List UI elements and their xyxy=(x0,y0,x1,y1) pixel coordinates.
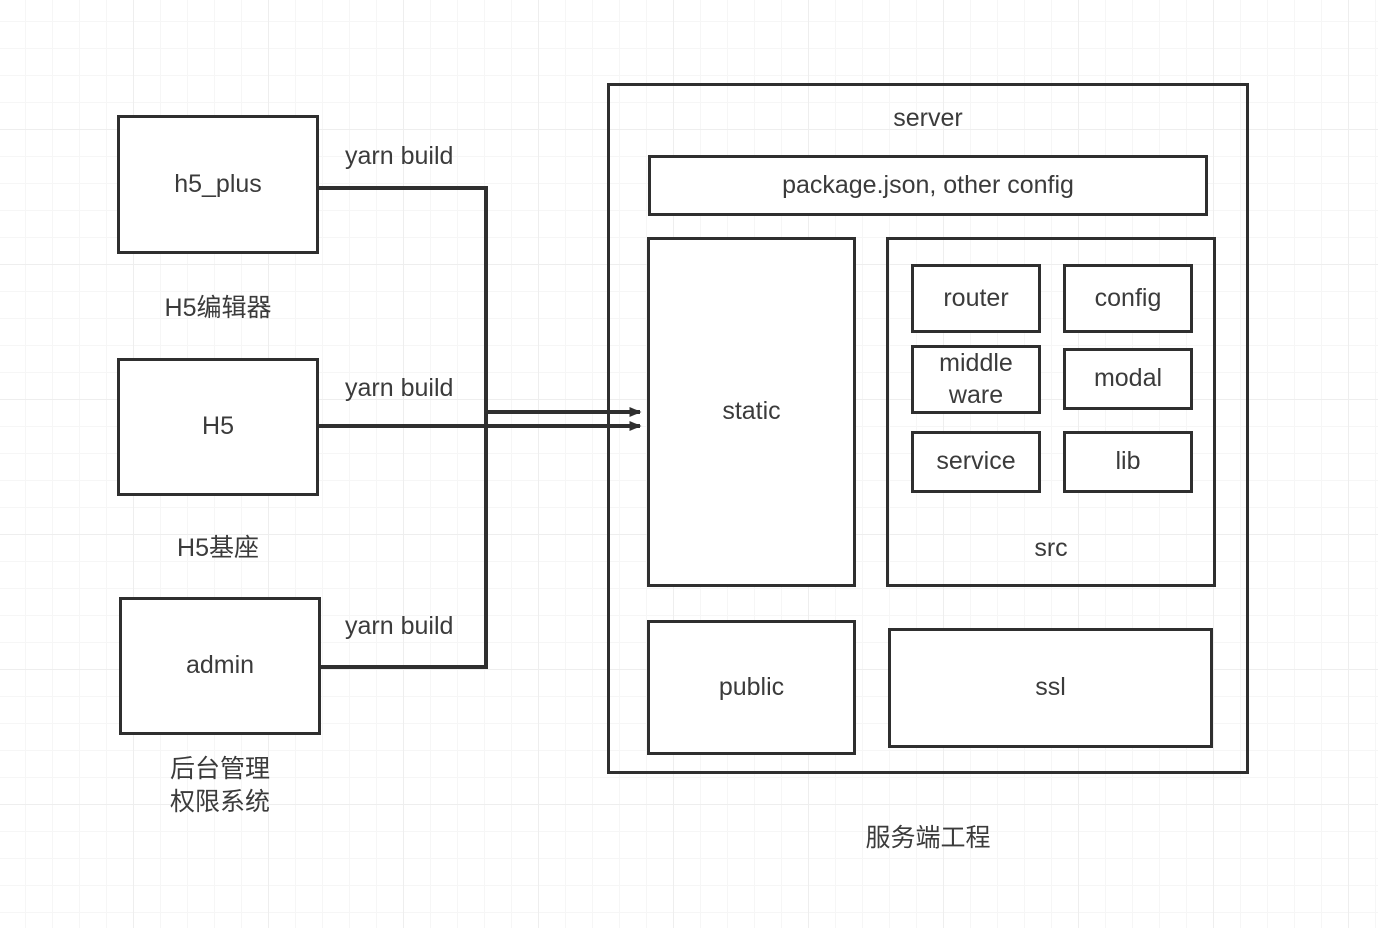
caption-h5: H5基座 xyxy=(177,534,259,562)
node-modal[interactable]: modal xyxy=(1063,348,1193,410)
node-h5-plus-label: h5_plus xyxy=(174,169,262,198)
node-config-label: config xyxy=(1094,283,1162,312)
node-router[interactable]: router xyxy=(911,264,1041,333)
node-package-config-label: package.json, other config xyxy=(782,170,1074,199)
node-public[interactable]: public xyxy=(647,620,856,755)
node-package-config[interactable]: package.json, other config xyxy=(648,155,1208,216)
node-modal-label: modal xyxy=(1093,364,1163,393)
node-admin-label: admin xyxy=(185,651,255,680)
node-service[interactable]: service xyxy=(911,431,1041,493)
src-container[interactable] xyxy=(886,237,1216,587)
node-lib[interactable]: lib xyxy=(1063,431,1193,493)
node-service-label: service xyxy=(936,447,1016,476)
node-admin[interactable]: admin xyxy=(119,597,321,735)
src-title: src xyxy=(1034,534,1068,562)
node-h5[interactable]: H5 xyxy=(117,358,319,496)
node-ssl[interactable]: ssl xyxy=(888,628,1213,748)
node-router-label: router xyxy=(943,283,1009,312)
edge-label-admin: yarn build xyxy=(345,612,454,640)
caption-admin: 后台管理 权限系统 xyxy=(169,755,270,816)
node-config[interactable]: config xyxy=(1063,264,1193,333)
node-h5-plus[interactable]: h5_plus xyxy=(117,115,319,254)
node-ssl-label: ssl xyxy=(1035,673,1066,702)
server-container[interactable] xyxy=(607,83,1249,774)
node-public-label: public xyxy=(718,672,785,701)
caption-server: 服务端工程 xyxy=(865,824,991,852)
node-h5-label: H5 xyxy=(202,412,234,441)
caption-h5-plus: H5编辑器 xyxy=(164,294,272,322)
node-middleware-label: middle ware xyxy=(939,349,1013,409)
node-static[interactable]: static xyxy=(647,237,856,587)
edge-label-h5-plus: yarn build xyxy=(345,142,454,170)
edge-label-h5: yarn build xyxy=(345,374,454,402)
node-middleware[interactable]: middle ware xyxy=(911,345,1041,414)
node-lib-label: lib xyxy=(1115,447,1141,476)
server-title: server xyxy=(893,104,963,132)
node-static-label: static xyxy=(722,397,781,426)
